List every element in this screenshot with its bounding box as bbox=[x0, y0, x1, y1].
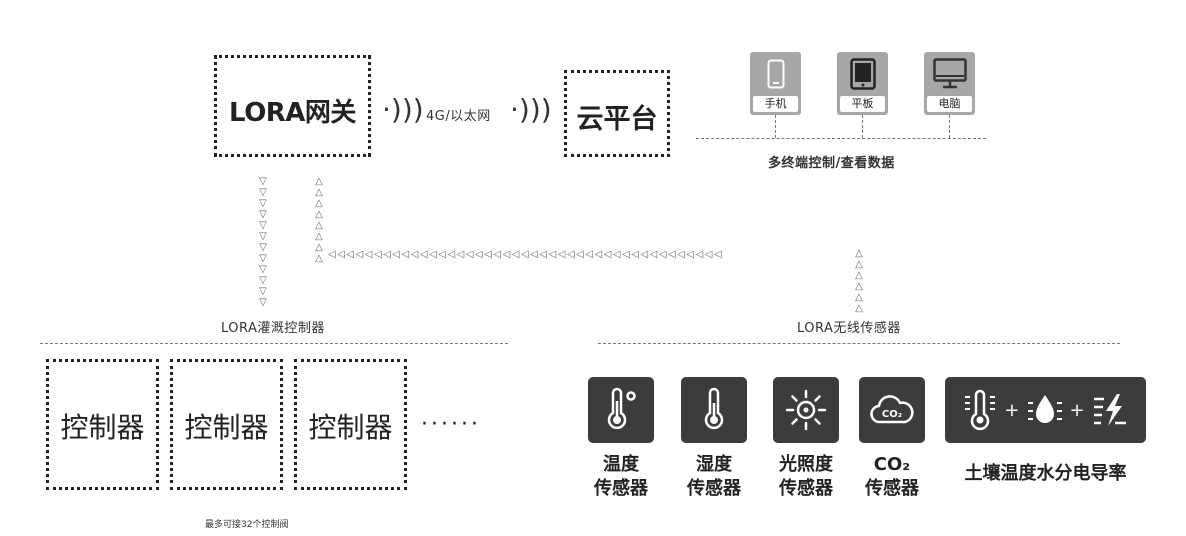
temperature-sensor-label: 温度传感器 bbox=[594, 454, 648, 499]
co2-sensor-icon-tile: CO₂ bbox=[859, 377, 925, 443]
gateway-label: LORA网关 bbox=[229, 98, 356, 128]
device-label: 电脑 bbox=[927, 96, 972, 112]
light-sensor-icon-tile bbox=[773, 377, 839, 443]
controller-label: 控制器 bbox=[184, 411, 269, 444]
device-label: 平板 bbox=[840, 96, 885, 112]
sun-icon bbox=[785, 389, 827, 431]
humidity-sensor-icon-tile bbox=[681, 377, 747, 443]
thermometer-icon bbox=[607, 387, 636, 430]
section-divider bbox=[40, 343, 508, 344]
device-computer: 电脑 bbox=[924, 52, 975, 115]
water-drop-icon bbox=[1027, 395, 1062, 423]
controller-box: 控制器 bbox=[170, 359, 283, 490]
device-label: 手机 bbox=[753, 96, 798, 112]
co2-cloud-icon: CO₂ bbox=[870, 395, 914, 424]
up-arrow-path: △△△△△△ bbox=[855, 248, 863, 314]
controllers-note: 最多可接32个控制阀 bbox=[205, 520, 289, 530]
more-controllers-ellipsis: ······ bbox=[421, 412, 481, 437]
controller-label: 控制器 bbox=[308, 411, 393, 444]
wireless-signal-icon: ·))) bbox=[382, 93, 424, 126]
link-label: 4G/以太网 bbox=[426, 109, 491, 124]
connector-line bbox=[696, 138, 986, 139]
humidity-sensor-label: 湿度传感器 bbox=[687, 454, 741, 499]
connector-line bbox=[862, 115, 863, 138]
wireless-signal-icon: ·))) bbox=[510, 93, 552, 126]
svg-text:CO₂: CO₂ bbox=[882, 409, 902, 420]
gateway-box: LORA网关 bbox=[214, 55, 371, 157]
lightning-icon bbox=[1093, 394, 1126, 426]
connector-line bbox=[775, 115, 776, 138]
phone-icon bbox=[750, 56, 801, 92]
down-arrow-path: ▽▽▽▽▽▽▽▽▽▽▽▽ bbox=[259, 176, 267, 308]
light-sensor-label: 光照度传感器 bbox=[779, 454, 833, 499]
cloud-platform-label: 云平台 bbox=[576, 104, 658, 135]
up-arrow-path: △△△△△△△△ bbox=[315, 176, 323, 264]
soil-sensor-icon-tile: + + bbox=[945, 377, 1146, 443]
devices-caption: 多终端控制/查看数据 bbox=[768, 156, 895, 171]
left-arrow-path: ◁◁◁◁◁◁◁◁◁◁◁◁◁◁◁◁◁◁◁◁◁◁◁◁◁◁◁◁◁◁◁◁◁◁◁◁◁◁◁◁… bbox=[328, 249, 724, 260]
tablet-icon bbox=[837, 56, 888, 92]
controller-label: 控制器 bbox=[60, 411, 145, 444]
device-phone: 手机 bbox=[750, 52, 801, 115]
connector-line bbox=[949, 115, 950, 138]
controller-box: 控制器 bbox=[46, 359, 159, 490]
plus-sign: + bbox=[1069, 399, 1085, 421]
section-divider bbox=[598, 343, 1120, 344]
device-tablet: 平板 bbox=[837, 52, 888, 115]
soil-sensor-label: 土壤温度水分电导率 bbox=[964, 463, 1127, 484]
controllers-title: LORA灌溉控制器 bbox=[221, 321, 325, 336]
thermometer-icon bbox=[965, 389, 996, 431]
temperature-sensor-icon-tile bbox=[588, 377, 654, 443]
cloud-platform-box: 云平台 bbox=[564, 70, 670, 157]
sensors-title: LORA无线传感器 bbox=[797, 321, 901, 336]
controller-box: 控制器 bbox=[294, 359, 407, 490]
computer-icon bbox=[924, 56, 975, 92]
plus-sign: + bbox=[1004, 399, 1020, 421]
thermometer-icon bbox=[704, 387, 724, 430]
